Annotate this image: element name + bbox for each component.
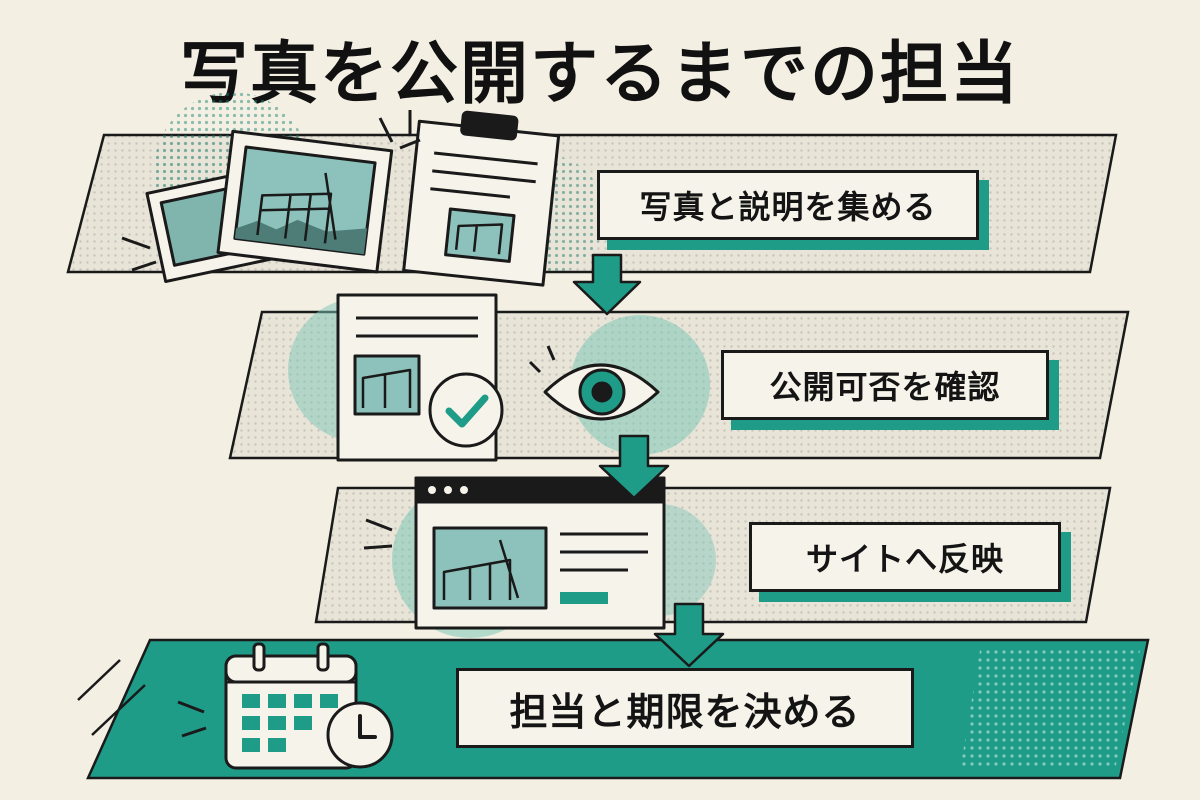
calendar-clock-icon (177, 642, 394, 770)
step-label-assign: 担当と期限を決める (456, 668, 914, 748)
flow-arrow-2 (598, 434, 670, 500)
flow-arrow-1 (572, 253, 642, 316)
page-title: 写真を公開するまでの担当 (179, 35, 1020, 114)
browser-window-icon (363, 476, 666, 630)
step-label-review: 公開可否を確認 (721, 350, 1049, 420)
flow-arrow-3 (653, 602, 725, 668)
document-check-eye-icon (336, 293, 660, 462)
step-label-publish: サイトへ反映 (749, 522, 1061, 592)
step-label-collect: 写真と説明を集める (597, 170, 979, 240)
photos-and-clipboard-icon (121, 110, 561, 287)
